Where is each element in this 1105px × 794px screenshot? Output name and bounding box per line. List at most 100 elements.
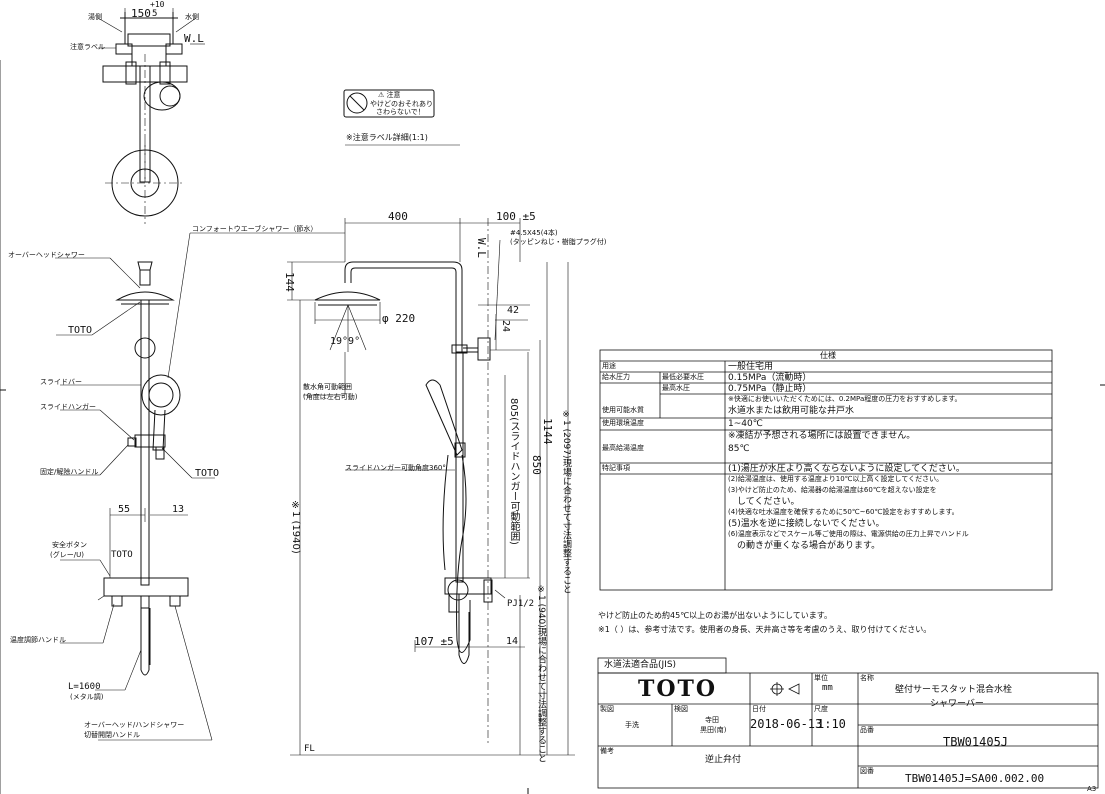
total-1940: ※1 (1940) <box>290 500 301 554</box>
title-block-grid <box>597 657 1099 789</box>
dim-5: 5 <box>152 9 158 19</box>
remark-label: 備考 <box>600 747 614 755</box>
drawing-number-label: 図番 <box>860 767 874 775</box>
spec-value: の動きが重くなる場合があります。 <box>728 541 881 551</box>
screw-note: (タッピンねじ・樹脂プラグ付) <box>510 238 607 246</box>
spec-value: 85℃ <box>728 444 750 454</box>
spec-key: 用途 <box>602 362 616 370</box>
temp-handle-label: 温度調節ハンドル <box>10 636 66 644</box>
switch-handle-label-1: オーバーヘッド/ハンドシャワー <box>84 721 185 729</box>
dim-220: φ 220 <box>382 312 416 325</box>
scale-label: 尺度 <box>814 705 828 713</box>
spec-value: 水道水または飲用可能な井戸水 <box>728 406 855 416</box>
checker-value-1: 寺田 <box>705 716 719 724</box>
remark-value: 逆止弁付 <box>705 755 742 765</box>
spec-value: 一般住宅用 <box>728 362 774 372</box>
jis-tab: 水道法適合品(JIS) <box>604 660 677 670</box>
drafter-value: 手洗 <box>625 721 639 729</box>
date-label: 日付 <box>752 705 766 713</box>
hose-length-label: L=1600 <box>68 682 101 692</box>
hose-type-label: (メタル調) <box>70 693 104 701</box>
spec-subkey: 最低必要水圧 <box>662 373 704 381</box>
hanger-rotate-label: スライドハンガー可動角度360° <box>345 464 446 472</box>
toto-label-3: TOTO <box>111 550 133 560</box>
toto-logo: TOTO <box>638 676 718 702</box>
wl-right: W.L <box>475 238 488 258</box>
spec-key: 使用可能水質 <box>602 406 644 414</box>
spec-subkey: 最高水圧 <box>662 384 690 392</box>
spec-value: してください。 <box>728 497 800 507</box>
dim-13: 13 <box>172 504 185 515</box>
note-line-2: ※1（ ）は、参考寸法です。使用者の身長、天井高さ等を考慮のうえ、取り付けてくだ… <box>598 625 932 634</box>
slide-bar-label: スライドバー <box>40 378 82 386</box>
spray-angle-label-1: 散水角可動範囲 <box>303 383 352 391</box>
scale-value: 1:10 <box>817 717 846 731</box>
sheet-size: A3 <box>1087 785 1097 793</box>
spec-key: 給水圧力 <box>602 373 630 381</box>
dim-1144: 1144 <box>541 418 554 445</box>
part-number: TBW01405J <box>943 735 1009 749</box>
note-1940: ※1 (940)現場に合わせて寸法調整すること <box>536 585 546 763</box>
spec-value: (6)温度表示などでスケール等ご使用の際は、電源供給の圧力上昇でハンドル <box>728 530 969 538</box>
note-line-1: やけど防止のため約45℃以上のお湯が出ないようにしています。 <box>598 611 832 620</box>
lock-handle-label: 固定/解除ハンドル <box>40 468 99 476</box>
checker-label: 検図 <box>674 705 688 713</box>
spray-angle-label-2: (角度は左右可動) <box>303 393 358 401</box>
drafter-label: 製図 <box>600 705 614 713</box>
overhead-shower-label: オーバーヘッドシャワー <box>8 251 85 259</box>
spec-key: 特記事項 <box>602 464 630 472</box>
part-label: 品番 <box>860 726 874 734</box>
total-2097: ※1 (2097)現場に合わせて寸法調整すること <box>561 410 571 594</box>
product-subname: シャワーバー <box>930 699 984 709</box>
dim-100: 100 ±5 <box>496 210 536 223</box>
dim-24: 24 <box>500 320 511 333</box>
angle-label: 19°9° <box>330 336 361 347</box>
dim-42: 42 <box>507 305 520 316</box>
drawing-number: TBW01405J=SA00.002.00 <box>905 772 1045 785</box>
caution-caption: ※注意ラベル詳細(1:1) <box>346 133 428 142</box>
spec-value: (4)快適な吐水温度を確保するために50℃~60℃設定をおすすめします。 <box>728 508 959 516</box>
dim-14: 14 <box>506 636 519 647</box>
right-side-view <box>287 218 575 756</box>
wl-left: W.L <box>184 32 204 45</box>
spec-value: 0.15MPa（流動時） <box>728 373 812 383</box>
checker-value-2: 黒田(南) <box>700 726 727 734</box>
dim-55: 55 <box>118 504 131 515</box>
spec-value: (1)湯圧が水圧より高くならないように設定してください。 <box>728 464 965 474</box>
safety-button-label: 安全ボタン <box>52 541 87 549</box>
switch-handle-label-2: 切替開閉ハンドル <box>84 731 140 739</box>
comfort-wave-label: コンフォートウエーブシャワー（節水） <box>192 225 318 233</box>
spec-value: ※凍結が予想される場所には設置できません。 <box>728 431 916 441</box>
fl-label: FL <box>304 744 315 754</box>
name-label: 名称 <box>860 674 874 682</box>
dim-850: 850 <box>530 455 543 475</box>
caution-line-2: さわらないで！ <box>376 108 425 116</box>
slide-hanger-label: スライドハンガー <box>40 403 96 411</box>
left-front-view <box>55 8 345 741</box>
toto-label-2: TOTO <box>195 468 220 479</box>
caution-line-1: やけどのおそれあり <box>370 100 433 108</box>
unit-label: 単位 <box>814 674 828 682</box>
caution-label-graphic <box>343 89 460 146</box>
dim-plus10: +10 <box>150 0 165 9</box>
spec-value: 0.75MPa（静止時） <box>728 384 812 394</box>
screw-label: #4.5X45(4本) <box>510 229 558 237</box>
dim-107: 107 ±5 <box>414 635 454 648</box>
spec-value: (2)給湯温度は、使用する温度より10℃以上高く設定してください。 <box>728 475 944 483</box>
dim-400: 400 <box>388 210 408 223</box>
hanger-range-label: 805(スライドハンガー可動範囲) <box>508 398 519 545</box>
dim-144: 144 <box>283 272 296 292</box>
spec-value: (5)温水を逆に接続しないでください。 <box>728 519 885 529</box>
spec-table-grid <box>599 349 1053 591</box>
product-name: 壁付サーモスタット混合水栓 <box>895 685 1013 695</box>
spec-key: 最高給湯温度 <box>602 444 644 452</box>
hot-side-label: 湯側 <box>88 13 102 21</box>
safety-button-gray-label: (グレー/U) <box>50 551 84 559</box>
spec-value: (3)やけど防止のため、給湯器の給湯温度は60℃を超えない設定を <box>728 486 937 494</box>
spec-value: 1~40℃ <box>728 419 763 429</box>
date-value: 2018-06-13 <box>750 717 823 731</box>
unit-value: mm <box>822 683 833 693</box>
caution-title: ⚠ 注意 <box>378 91 401 99</box>
spec-key: 使用環境温度 <box>602 419 644 427</box>
